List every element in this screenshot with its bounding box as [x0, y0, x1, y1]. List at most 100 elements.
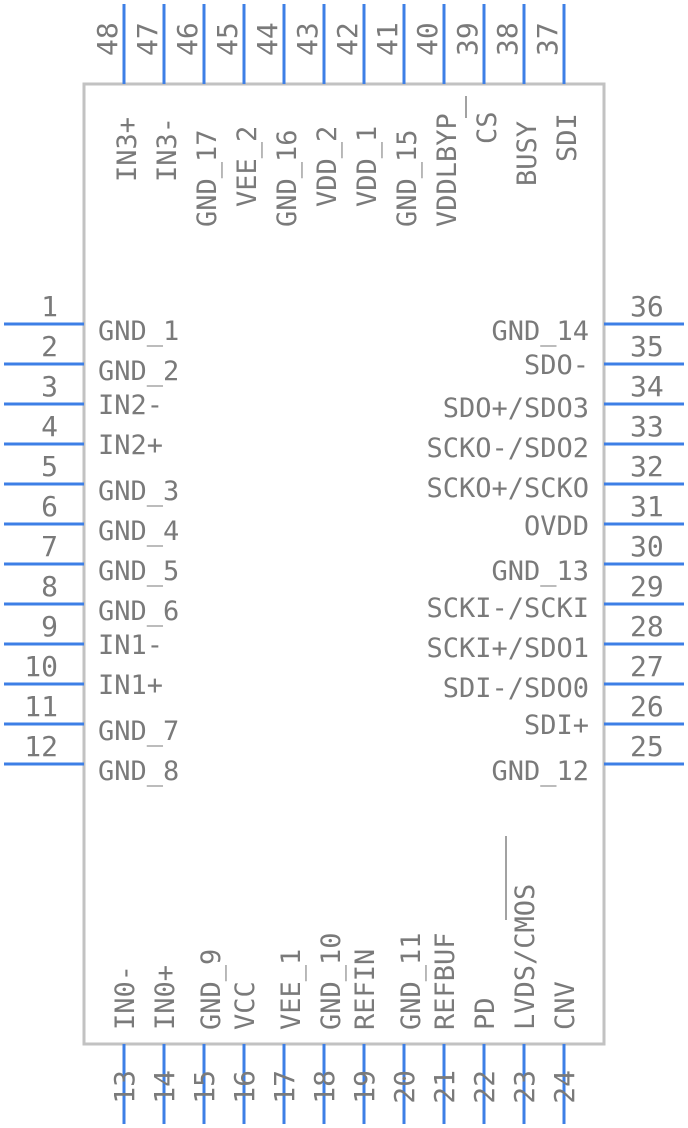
pin-number: 15: [188, 1070, 221, 1104]
pin-label: GND_8: [98, 756, 179, 787]
pin-label: IN2+: [98, 430, 163, 461]
pin-number: 47: [131, 22, 164, 56]
pin-13: 13 IN0-: [108, 965, 141, 1124]
pin-label: PD: [470, 997, 501, 1030]
pin-number: 16: [228, 1070, 261, 1104]
pin-label: GND_15: [392, 129, 423, 227]
pin-number: 14: [148, 1070, 181, 1104]
pin-number: 1: [41, 290, 58, 323]
pin-number: 17: [268, 1070, 301, 1104]
pin-number: 46: [171, 22, 204, 56]
pin-label: VEE_1: [276, 949, 307, 1030]
pin-number: 38: [491, 22, 524, 56]
pin-24: 24 CNV: [548, 981, 581, 1124]
pin-number: 44: [251, 22, 284, 56]
pin-number: 43: [291, 22, 324, 56]
pin-number: 36: [630, 290, 664, 323]
pin-number: 34: [630, 370, 664, 403]
pin-label: GND_5: [98, 556, 179, 587]
pin-label: VEE_2: [232, 126, 263, 207]
pin-number: 30: [630, 530, 664, 563]
pin-number: 13: [108, 1070, 141, 1104]
pin-label: GND_13: [491, 556, 589, 587]
pin-label: LVDS/CMOS: [510, 884, 541, 1030]
pin-number: 31: [630, 490, 664, 523]
pin-number: 37: [531, 22, 564, 56]
pin-number: 10: [24, 650, 58, 683]
pin-label: SCKO+/SCKO: [426, 473, 589, 504]
pin-number: 48: [91, 22, 124, 56]
pin-number: 7: [41, 530, 58, 563]
pin-label: CNV: [550, 981, 581, 1030]
pin-label: VCC: [230, 981, 261, 1030]
pin-label: GND_7: [98, 716, 179, 747]
pin-label: IN3+: [112, 117, 143, 182]
pin-label: IN0-: [110, 965, 141, 1030]
pin-number: 41: [371, 22, 404, 56]
pin-label: GND_3: [98, 476, 179, 507]
pin-21: 21 REFBUF: [428, 932, 461, 1124]
pin-23: 23 LVDS/CMOS: [508, 884, 541, 1124]
pin-number: 11: [24, 690, 58, 723]
pin-label: SCKI+/SDO1: [426, 633, 589, 664]
pin-label: SCKI-/SCKI: [426, 593, 589, 624]
pin-number: 39: [451, 22, 484, 56]
pin-label: GND_16: [272, 129, 303, 227]
pin-number: 12: [24, 730, 58, 763]
pin-label: SCKO-/SDO2: [426, 433, 589, 464]
pin-label: GND_2: [98, 356, 179, 387]
pin-number: 22: [468, 1070, 501, 1104]
pin-22: 22 PD: [468, 997, 501, 1124]
pin-label: GND_4: [98, 516, 179, 547]
pin-number: 24: [548, 1070, 581, 1104]
pin-label: CS: [472, 111, 503, 144]
pin-number: 40: [411, 22, 444, 56]
pin-number: 42: [331, 22, 364, 56]
pin-number: 8: [41, 570, 58, 603]
pin-number: 4: [41, 410, 58, 443]
pin-label: VDD_1: [352, 126, 383, 207]
pin-number: 29: [630, 570, 664, 603]
pin-label: IN3-: [152, 117, 183, 182]
pin-label: GND_11: [396, 932, 427, 1030]
pin-label: GND_6: [98, 596, 179, 627]
pin-number: 27: [630, 650, 664, 683]
pin-number: 26: [630, 690, 664, 723]
pin-label: REFBUF: [430, 932, 461, 1030]
pin-number: 9: [41, 610, 58, 643]
pin-label: GND_12: [491, 756, 589, 787]
pin-number: 21: [428, 1070, 461, 1104]
pin-number: 45: [211, 22, 244, 56]
pin-number: 23: [508, 1070, 541, 1104]
